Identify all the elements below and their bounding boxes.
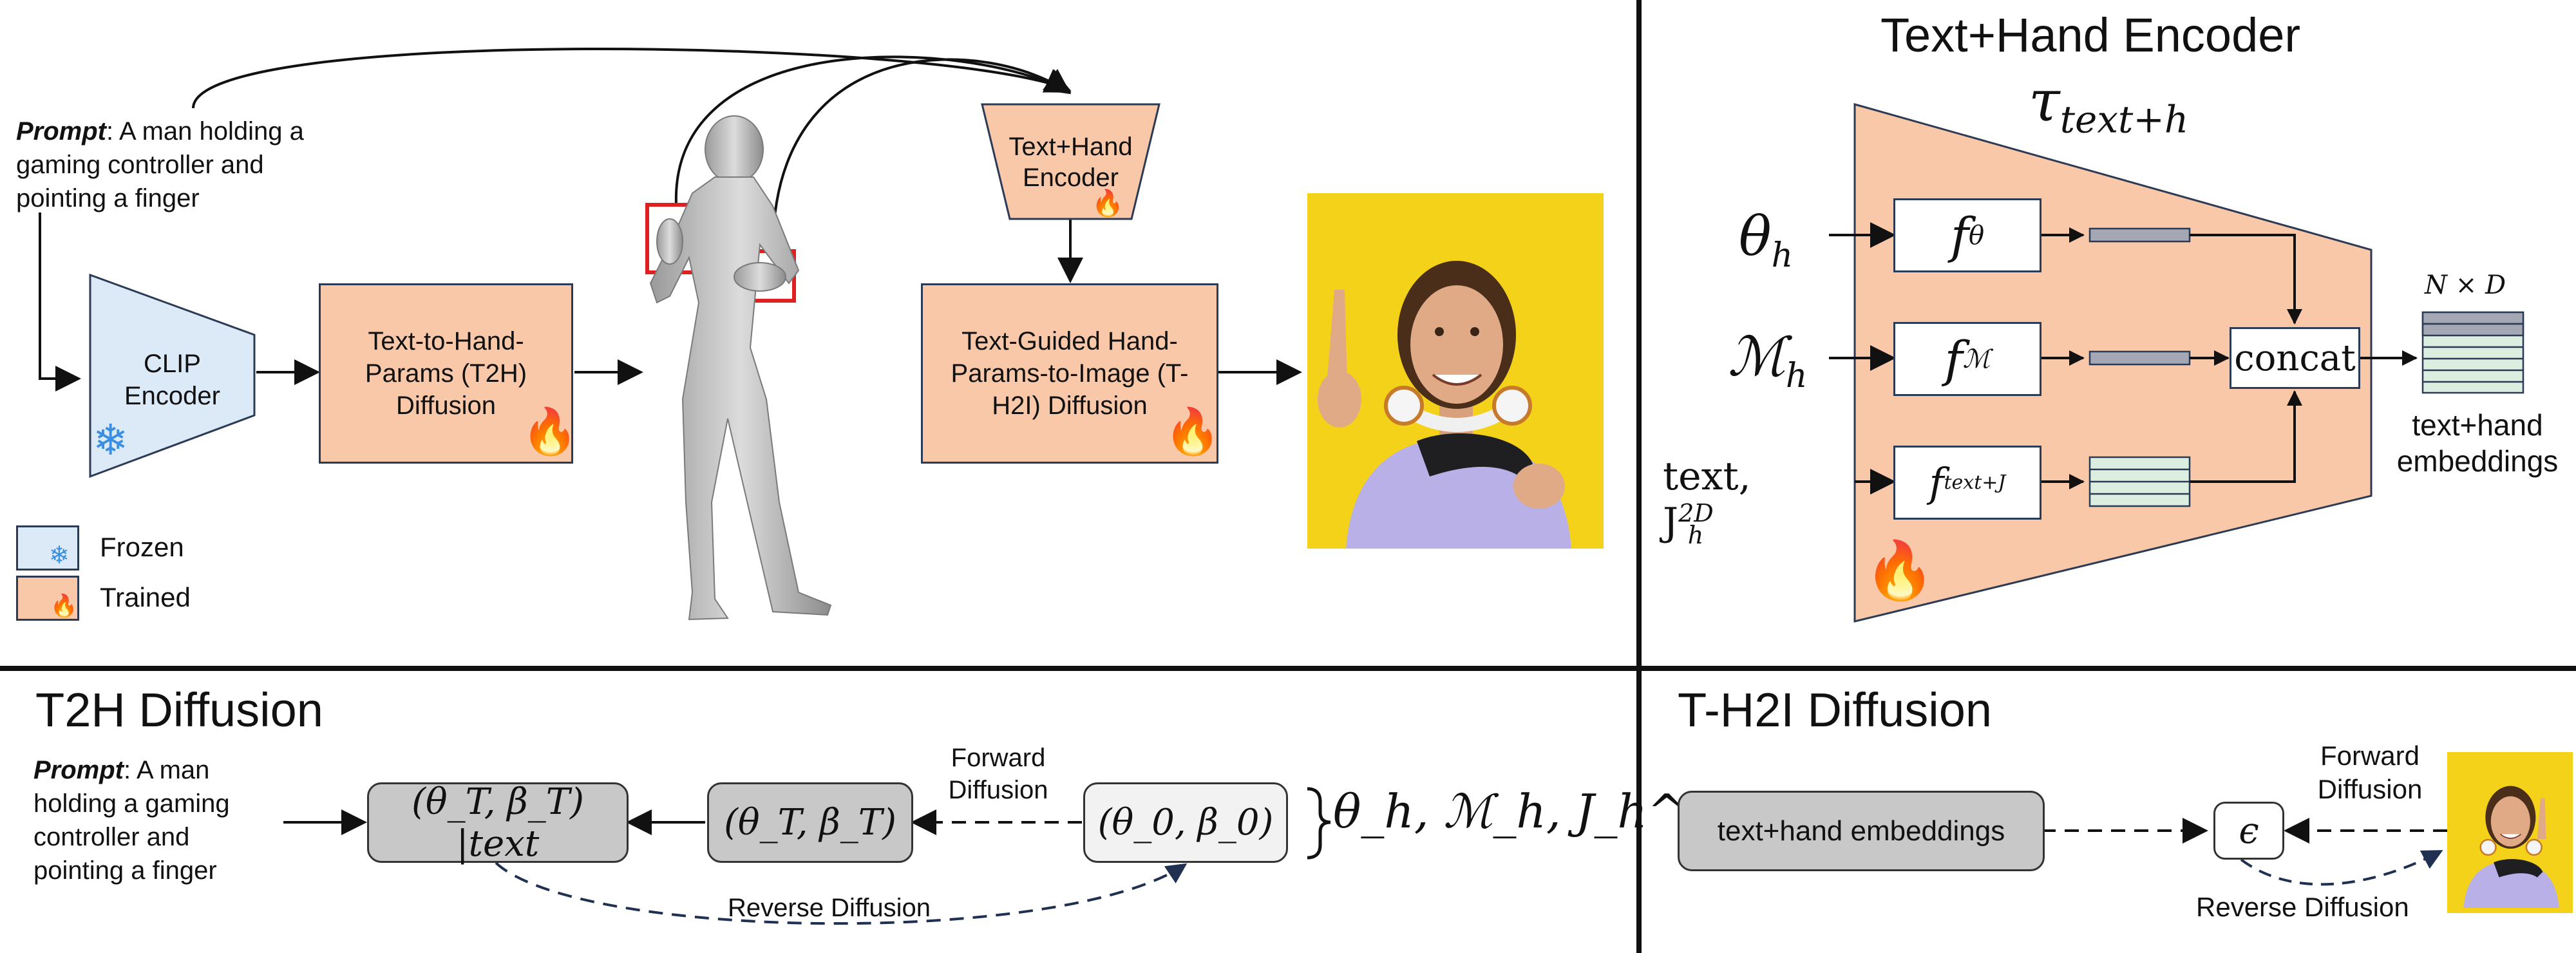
prompt-label: Prompt bbox=[33, 756, 124, 784]
th2i-reverse-curve bbox=[2240, 850, 2443, 886]
person-illustration-small bbox=[2463, 786, 2559, 908]
input-image-thumbnail bbox=[2447, 752, 2573, 913]
flame-icon: 🔥 bbox=[1864, 538, 1935, 602]
t2h-diffusion-label: Text-to-Hand-Params (T2H) Diffusion bbox=[365, 327, 527, 420]
embeddings-box: text+hand embeddings bbox=[1678, 791, 2045, 871]
snowflake-icon: ❄ bbox=[93, 416, 129, 464]
th2i-diffusion-block: Text-Guided Hand-Params-to-Image (T-H2I)… bbox=[921, 283, 1218, 464]
encoder-panel-title: Text+Hand Encoder bbox=[1880, 8, 2301, 62]
prompt-to-clip-arrow bbox=[39, 212, 81, 392]
person-illustration bbox=[1318, 261, 1571, 549]
right-hand-highlight bbox=[724, 249, 796, 303]
flame-icon: 🔥 bbox=[50, 594, 78, 618]
clean-state-box: (θ_0, β_0) bbox=[1083, 782, 1288, 863]
theta-input-label: θh bbox=[1739, 205, 1794, 275]
output-embedding-stack bbox=[2421, 311, 2524, 394]
clip-encoder-shape bbox=[89, 273, 256, 478]
prompt-bottom: Prompt: A man holding a gaming controlle… bbox=[33, 753, 285, 887]
text-hand-encoder-label: Text+Hand Encoder bbox=[1009, 133, 1133, 192]
theta-token bbox=[2088, 227, 2191, 243]
th2i-panel-title: T-H2I Diffusion bbox=[1678, 683, 1993, 737]
flame-icon: 🔥 bbox=[1164, 406, 1221, 457]
prompt-top: Prompt: A man holding a gaming controlle… bbox=[16, 115, 332, 215]
legend-frozen-label: Frozen bbox=[100, 532, 184, 562]
t2h-diffusion-block: Text-to-Hand-Params (T2H) Diffusion bbox=[319, 283, 573, 464]
text-hand-encoder-shape bbox=[981, 103, 1160, 220]
tau-label: τtext+h bbox=[2029, 68, 2189, 142]
mesh-token bbox=[2088, 350, 2191, 366]
output-embeddings-label: text+hand embeddings bbox=[2396, 408, 2559, 478]
mesh-input-label: ℳh bbox=[1728, 325, 1808, 395]
left-hand-highlight bbox=[645, 203, 702, 274]
legend-frozen-swatch: ❄ bbox=[16, 525, 79, 571]
reverse-diffusion-label: Reverse Diffusion bbox=[728, 894, 931, 922]
params-brace bbox=[1307, 787, 1331, 860]
hand-left-to-encoder-curve bbox=[674, 55, 1072, 205]
concat-block: concat bbox=[2230, 327, 2360, 389]
prompt-to-encoder-curve bbox=[192, 47, 1072, 109]
flame-icon-small: 🔥 bbox=[1092, 189, 1124, 218]
reverse-diffusion-curve bbox=[495, 862, 1188, 925]
hand-right-to-encoder-curve bbox=[772, 58, 1072, 252]
snowflake-icon: ❄ bbox=[49, 542, 70, 569]
generated-image bbox=[1307, 193, 1604, 549]
epsilon-box: ϵ bbox=[2213, 802, 2284, 860]
legend-trained-label: Trained bbox=[100, 582, 191, 612]
flame-icon: 🔥 bbox=[522, 406, 578, 457]
t2h-panel-title: T2H Diffusion bbox=[35, 683, 323, 737]
legend-trained-swatch: 🔥 bbox=[16, 576, 79, 621]
text-input-label: text, J2Dh bbox=[1663, 454, 1751, 549]
th2i-diffusion-label: Text-Guided Hand-Params-to-Image (T-H2I)… bbox=[951, 327, 1189, 420]
prompt-text: : A man holding a gaming controller and … bbox=[16, 117, 304, 212]
th2i-forward-label: Forward Diffusion bbox=[2317, 741, 2423, 804]
conditioned-state-box: (θ_T, β_T) |text bbox=[367, 781, 629, 865]
clip-encoder-label: CLIP Encoder bbox=[124, 350, 220, 410]
dims-label: N × D bbox=[2425, 270, 2506, 300]
prompt-text: : A man holding a gaming controller and … bbox=[33, 756, 230, 885]
text-tokens bbox=[2088, 456, 2191, 507]
noisy-state-box: (θ_T, β_T) bbox=[707, 782, 913, 863]
forward-diffusion-label: Forward Diffusion bbox=[948, 744, 1048, 804]
th2i-reverse-label: Reverse Diffusion bbox=[2196, 892, 2409, 922]
prompt-label: Prompt bbox=[16, 117, 106, 146]
